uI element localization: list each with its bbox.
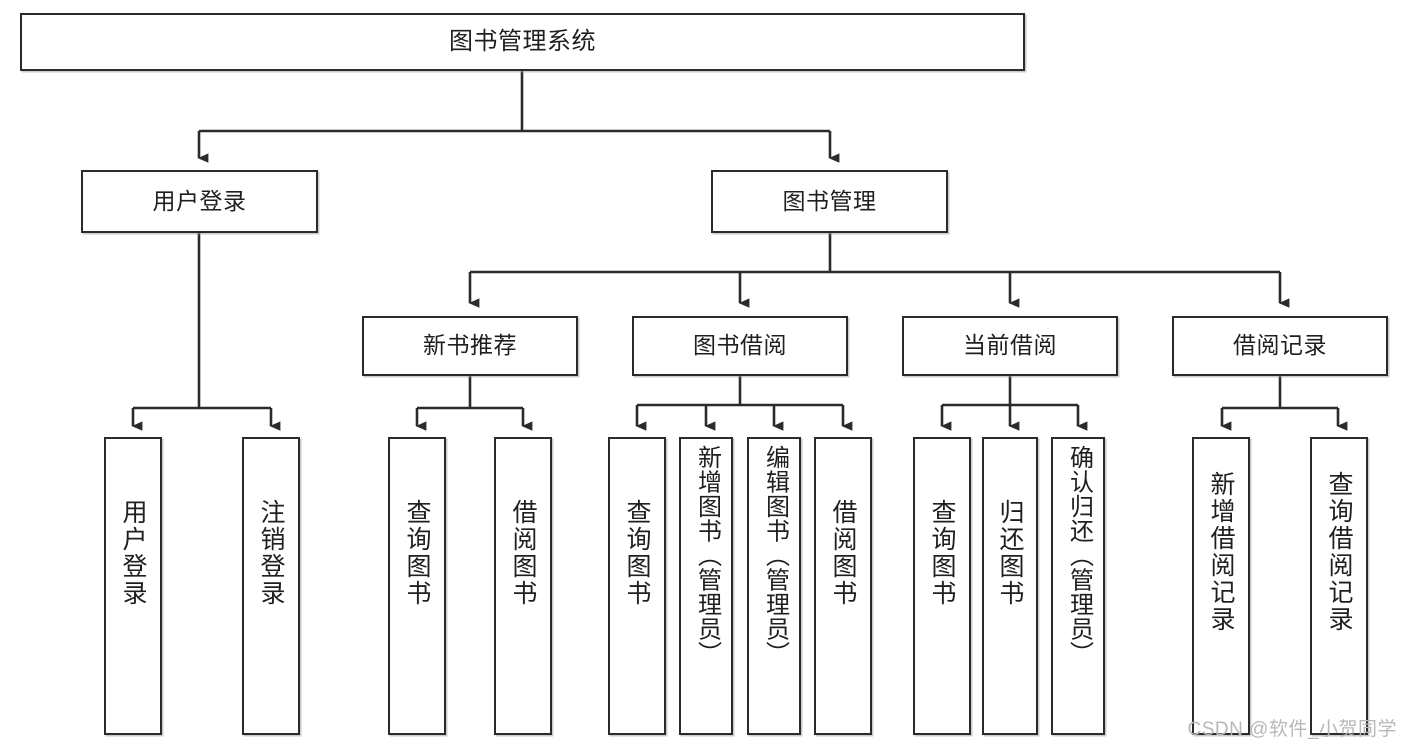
node-leaf-borrow-book-1-label: 借阅图书 <box>509 499 537 607</box>
node-leaf-edit-book[interactable]: 编辑图书（管理员） <box>747 437 801 735</box>
node-leaf-borrow-book-2[interactable]: 借阅图书 <box>814 437 872 735</box>
node-leaf-add-record[interactable]: 新增借阅记录 <box>1192 437 1250 735</box>
node-leaf-borrow-book-1[interactable]: 借阅图书 <box>494 437 552 735</box>
node-leaf-add-book[interactable]: 新增图书（管理员） <box>679 437 733 735</box>
node-leaf-query-book-3[interactable]: 查询图书 <box>913 437 971 735</box>
node-book-borrow-label: 图书借阅 <box>693 332 787 359</box>
node-leaf-query-book-1[interactable]: 查询图书 <box>388 437 446 735</box>
node-leaf-query-book-1-label: 查询图书 <box>403 499 431 607</box>
node-leaf-return-book-label: 归还图书 <box>996 499 1024 607</box>
node-leaf-logout[interactable]: 注销登录 <box>242 437 300 735</box>
node-book-borrow[interactable]: 图书借阅 <box>632 316 848 376</box>
node-user-login-label: 用户登录 <box>152 187 247 214</box>
node-leaf-add-record-label: 新增借阅记录 <box>1207 471 1235 633</box>
node-leaf-borrow-book-2-label: 借阅图书 <box>829 499 857 607</box>
node-book-manage-label: 图书管理 <box>782 187 877 214</box>
node-leaf-confirm-return[interactable]: 确认归还（管理员） <box>1051 437 1105 735</box>
node-current-borrow[interactable]: 当前借阅 <box>902 316 1118 376</box>
node-new-book-rec-label: 新书推荐 <box>423 332 517 359</box>
node-borrow-record[interactable]: 借阅记录 <box>1172 316 1388 376</box>
node-leaf-query-book-3-label: 查询图书 <box>928 499 956 607</box>
node-leaf-query-record-label: 查询借阅记录 <box>1325 471 1353 633</box>
node-leaf-query-book-2-label: 查询图书 <box>623 499 651 607</box>
csdn-watermark: CSDN @软件_小贺同学 <box>1187 719 1397 740</box>
node-borrow-record-label: 借阅记录 <box>1233 332 1327 359</box>
node-leaf-logout-label: 注销登录 <box>257 499 285 607</box>
node-leaf-user-login[interactable]: 用户登录 <box>104 437 162 735</box>
node-new-book-rec[interactable]: 新书推荐 <box>362 316 578 376</box>
node-leaf-return-book[interactable]: 归还图书 <box>982 437 1038 735</box>
node-root[interactable]: 图书管理系统 <box>20 13 1025 71</box>
node-current-borrow-label: 当前借阅 <box>963 332 1057 359</box>
node-leaf-query-book-2[interactable]: 查询图书 <box>608 437 666 735</box>
node-leaf-user-login-label: 用户登录 <box>119 499 147 607</box>
node-leaf-add-book-label: 新增图书（管理员） <box>693 445 721 666</box>
node-book-manage[interactable]: 图书管理 <box>711 170 948 233</box>
node-leaf-edit-book-label: 编辑图书（管理员） <box>761 445 789 666</box>
node-leaf-confirm-return-label: 确认归还（管理员） <box>1065 445 1093 666</box>
node-user-login[interactable]: 用户登录 <box>81 170 318 233</box>
node-leaf-query-record[interactable]: 查询借阅记录 <box>1310 437 1368 735</box>
node-root-label: 图书管理系统 <box>449 27 596 55</box>
